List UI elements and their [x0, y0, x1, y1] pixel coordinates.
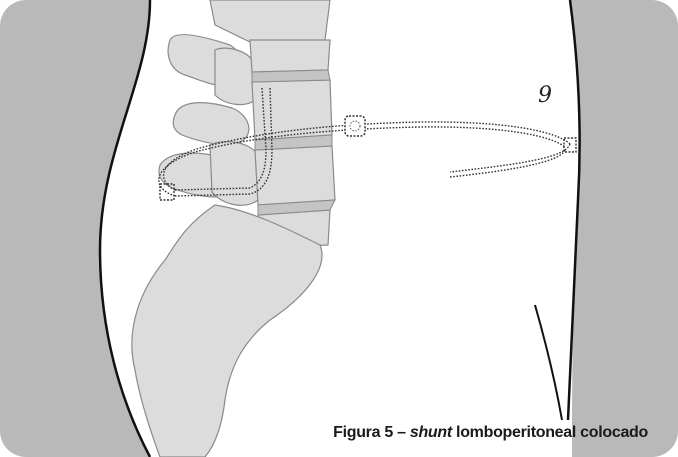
valve-box	[345, 116, 365, 136]
caption-emphasis: shunt	[410, 424, 452, 441]
figure-caption: Figura 5 – shunt lomboperitoneal colocad…	[333, 424, 648, 442]
marker-label: 9	[538, 83, 552, 108]
vertebral-body-3	[255, 146, 335, 205]
lamina-2	[210, 142, 258, 206]
caption-suffix: lomboperitoneal colocado	[452, 424, 648, 441]
disc-1	[252, 70, 330, 82]
shunt-valve	[345, 116, 365, 136]
vertebral-body-1	[250, 40, 330, 72]
caption-prefix: Figura 5 –	[333, 424, 410, 441]
lamina-1	[215, 48, 255, 104]
